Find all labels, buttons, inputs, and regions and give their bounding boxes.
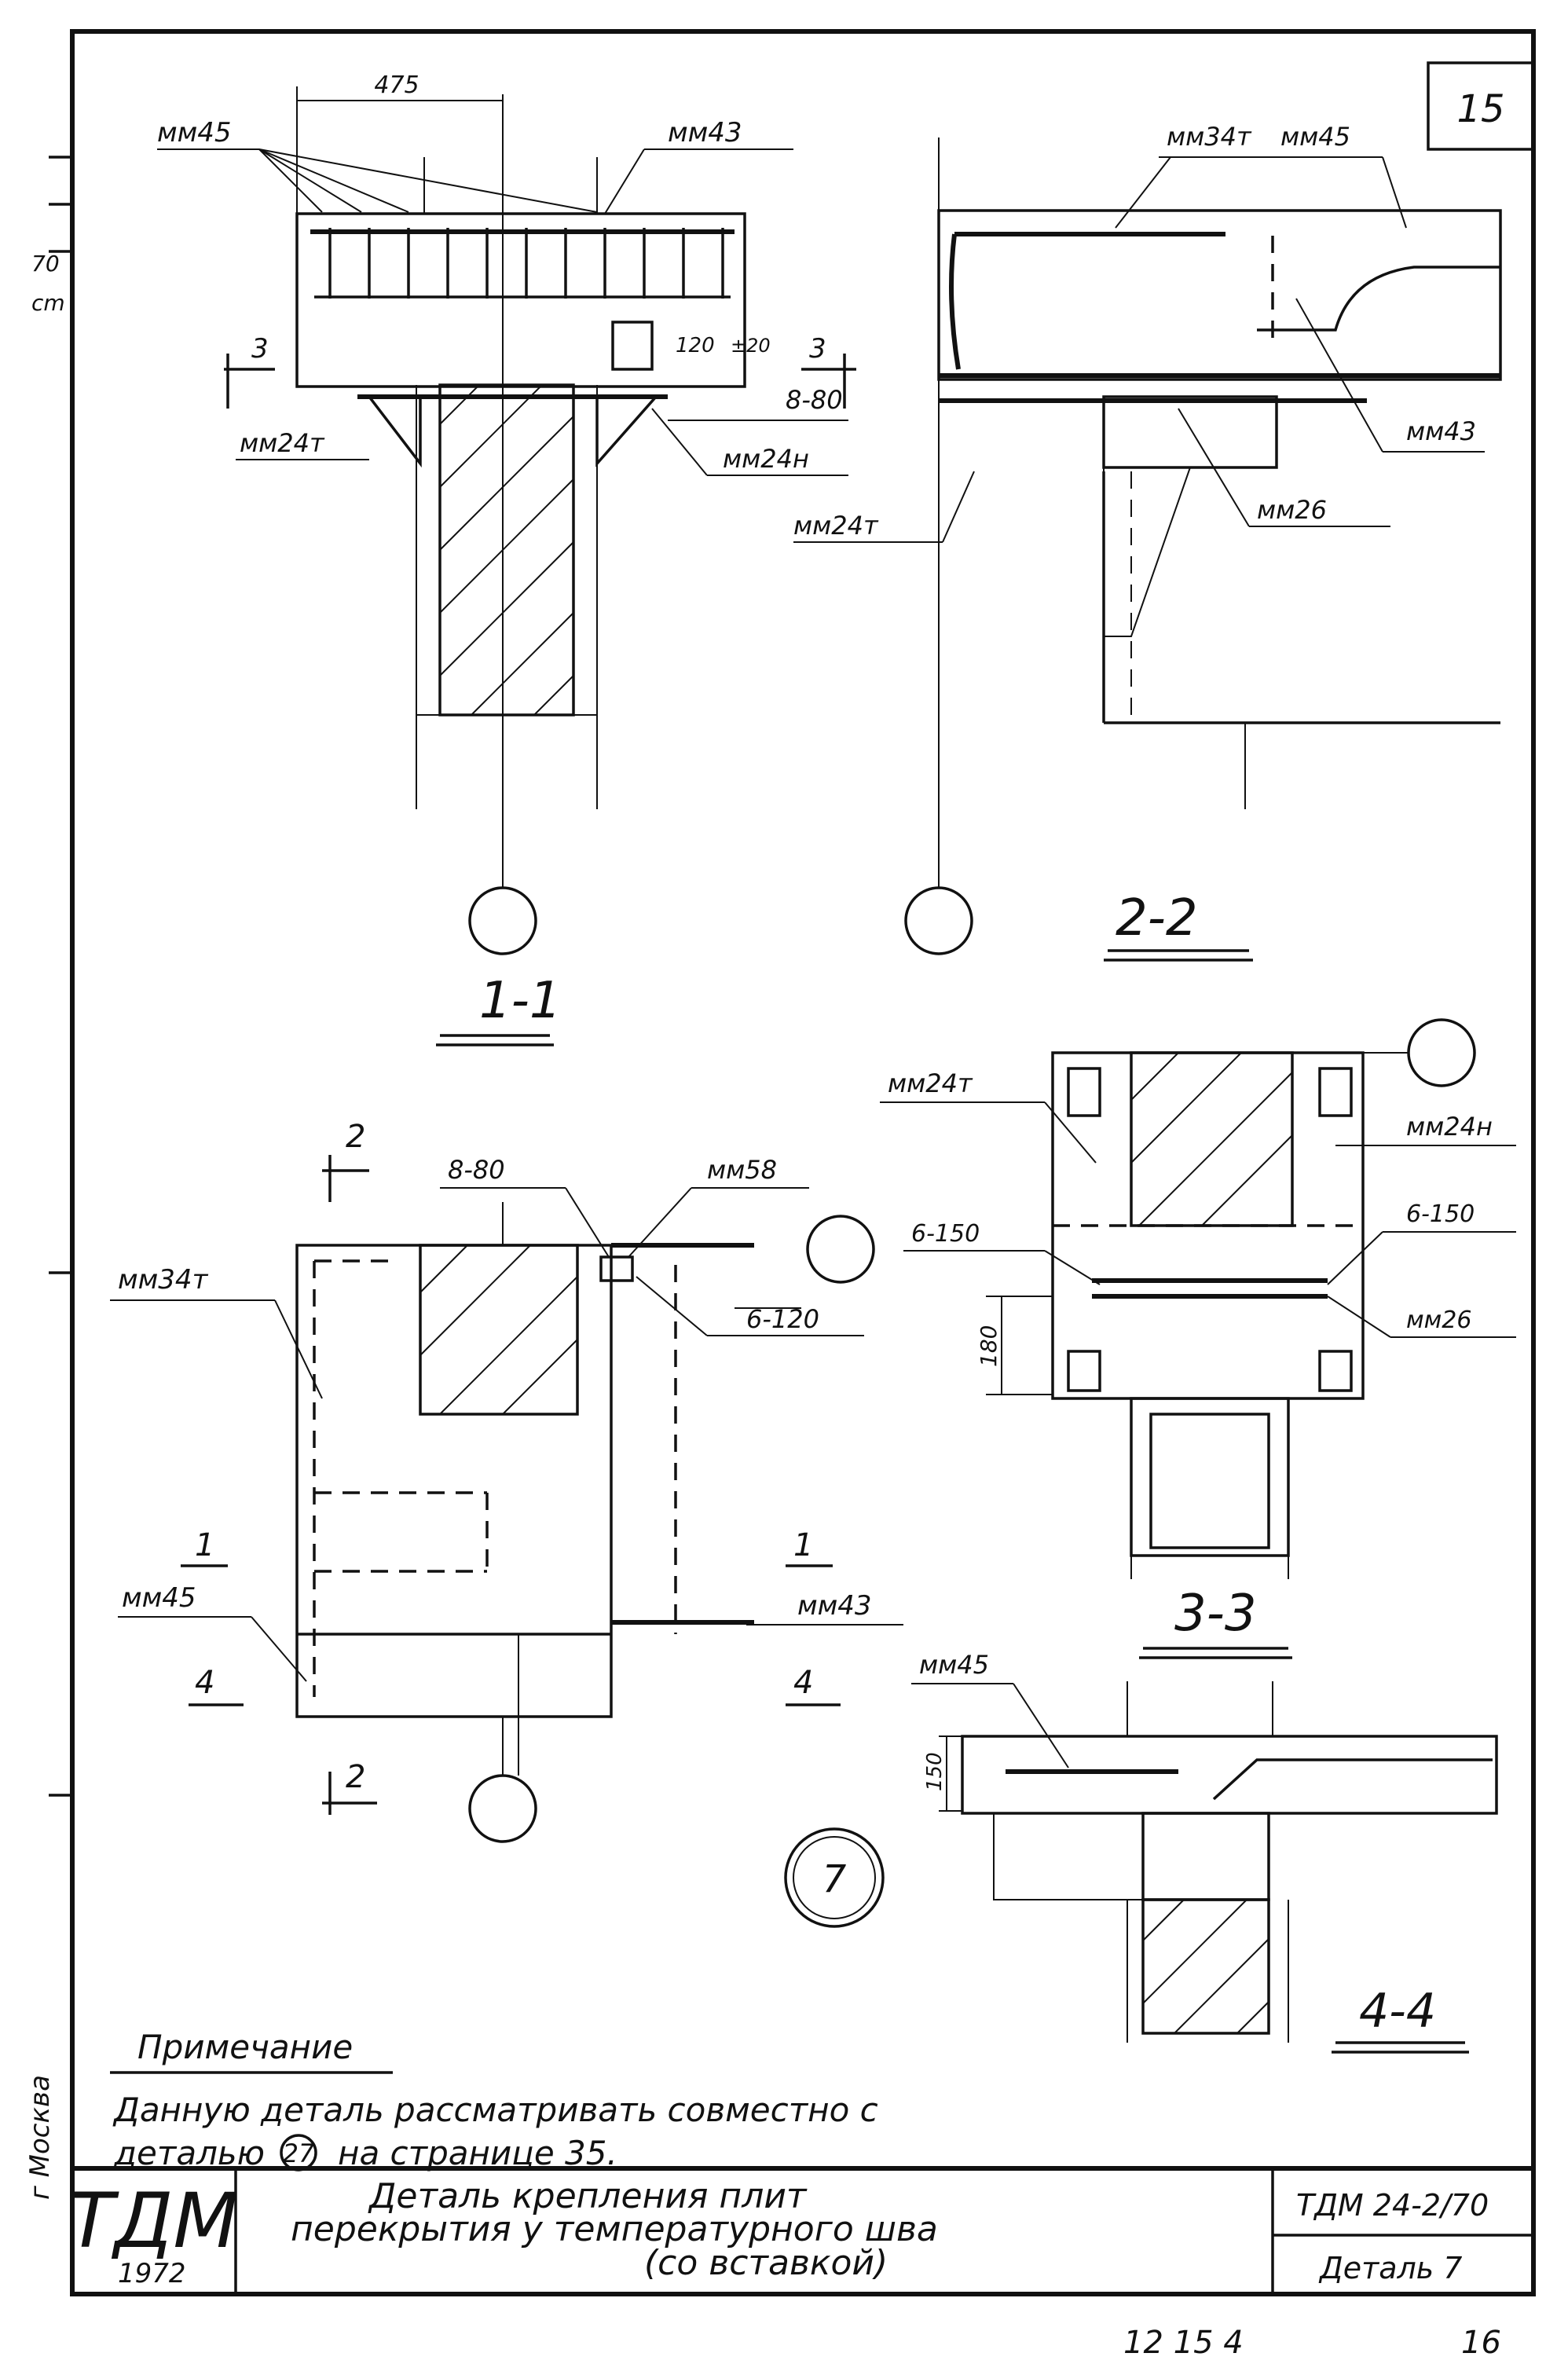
note-line-1: Данную деталь рассматривать совместно с [112,2091,878,2129]
svg-text:±20: ±20 [731,335,771,357]
plan-view: 2 2 1 1 4 4 мм34т 8-80 мм58 6-120 мм45 м… [110,1119,903,1928]
svg-text:1: 1 [793,1527,813,1563]
axis-bubble [1407,1018,1476,1087]
side-mark: 70 [31,251,60,277]
detail-number-circle [784,1827,885,1928]
detail-number: 7 [822,1857,847,1901]
svg-text:120: 120 [676,334,715,357]
note-ref: 27 [283,2139,315,2168]
svg-text:2: 2 [346,1759,365,1795]
svg-text:мм24н: мм24н [723,444,809,474]
svg-text:мм58: мм58 [707,1155,777,1185]
page-number-box [1427,61,1535,151]
note-heading: Примечание [137,2028,353,2066]
svg-text:6-150: 6-150 [911,1220,980,1248]
svg-text:150: 150 [923,1752,947,1791]
svg-text:мм26: мм26 [1257,495,1327,525]
section-2-2: мм34т мм45 мм43 мм26 мм24т 2-2 [793,122,1502,962]
bottom-number-right: 16 [1461,2325,1501,2361]
svg-text:мм24т: мм24т [793,511,879,541]
svg-text:мм34т: мм34т [1167,122,1252,152]
page-number: 15 [1456,87,1504,131]
svg-text:мм34т: мм34т [118,1264,209,1296]
note-line-2a: деталью [113,2134,265,2172]
axis-bubble [904,886,973,955]
svg-text:мм45: мм45 [122,1582,196,1614]
svg-text:мм43: мм43 [1406,416,1476,446]
bottom-number-left: 12 15 4 [1123,2325,1244,2361]
section-4-4: мм45 150 4-4 [911,1650,1498,2054]
section-title-3-3: 3-3 [1174,1585,1257,1643]
svg-text:180: 180 [976,1325,1002,1367]
svg-text:мм45: мм45 [157,117,232,148]
svg-text:мм45: мм45 [919,1650,989,1680]
section-title-4-4: 4-4 [1359,1984,1436,2039]
section-3-3: мм24т мм24н 6-150 6-150 мм26 180 3-3 [880,1018,1516,1659]
svg-text:8-80: 8-80 [786,385,843,415]
svg-text:мм24т: мм24т [240,428,325,458]
logo: ТДМ [68,2177,238,2265]
title-line-1: Деталь крепления плит [368,2176,808,2216]
note-line-2b: на странице 35. [338,2134,617,2172]
side-mark: cm [31,290,65,316]
svg-text:3: 3 [809,333,826,365]
series-code: ТДМ 24-2/70 [1296,2188,1489,2223]
axis-bubble [468,1774,537,1843]
sheet-frame [70,29,1536,2296]
svg-text:6-120: 6-120 [746,1304,819,1334]
svg-text:4: 4 [793,1665,813,1701]
section-title-2-2: 2-2 [1116,889,1198,947]
svg-text:475: 475 [374,71,419,99]
svg-text:мм24н: мм24н [1406,1112,1493,1142]
svg-text:1: 1 [195,1527,214,1563]
note-block: Примечание Данную деталь рассматривать с… [110,2028,878,2172]
svg-text:8-80: 8-80 [448,1155,505,1185]
section-title-1-1: 1-1 [479,972,562,1030]
detail-code: Деталь 7 [1318,2251,1462,2285]
svg-text:3: 3 [251,333,269,365]
svg-text:мм24т: мм24т [888,1068,973,1098]
side-city: г Москва [24,2075,56,2200]
year: 1972 [118,2258,186,2289]
svg-text:4: 4 [195,1665,214,1701]
svg-text:мм26: мм26 [1406,1307,1471,1334]
axis-bubble [468,886,537,955]
axis-bubble [806,1215,875,1284]
svg-text:6-150: 6-150 [1406,1200,1475,1228]
section-1-1: 475 мм45 мм43 3 3 мм24т 8-80 120 ±20 мм2… [157,71,856,1046]
title-line-3: (со вставкой) [644,2243,888,2283]
title-block: ТДМ 1972 Деталь крепления плит перекрыти… [68,2166,1533,2294]
svg-text:2: 2 [346,1119,365,1155]
svg-text:мм43: мм43 [797,1590,872,1622]
title-line-2: перекрытия у температурного шва [291,2209,938,2249]
svg-text:мм43: мм43 [668,117,742,148]
svg-text:мм45: мм45 [1280,122,1350,152]
